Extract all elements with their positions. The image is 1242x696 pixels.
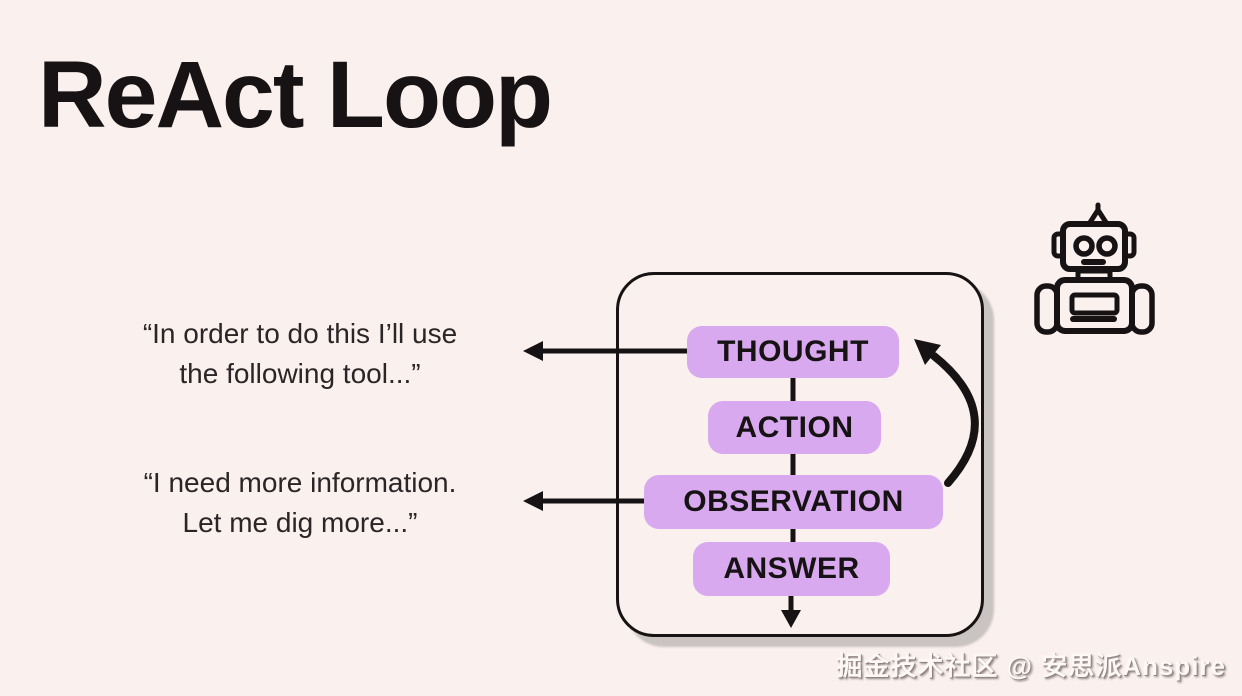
quote-line: “In order to do this I’ll use <box>142 318 458 349</box>
step-action: ACTION <box>708 401 881 454</box>
quote-line: the following tool...” <box>179 358 421 389</box>
thought-quote: “In order to do this I’ll use the follow… <box>85 314 515 394</box>
step-observation: OBSERVATION <box>644 475 943 529</box>
step-answer: ANSWER <box>693 542 890 596</box>
step-thought: THOUGHT <box>687 326 899 378</box>
quote-line: “I need more information. <box>143 467 457 498</box>
watermark: 掘金技术社区 @ 安思派Anspire <box>836 651 1226 681</box>
page-title: ReAct Loop <box>38 42 553 148</box>
observation-quote: “I need more information. Let me dig mor… <box>85 463 515 543</box>
robot-icon <box>1034 202 1155 335</box>
quote-line: Let me dig more...” <box>182 507 418 538</box>
